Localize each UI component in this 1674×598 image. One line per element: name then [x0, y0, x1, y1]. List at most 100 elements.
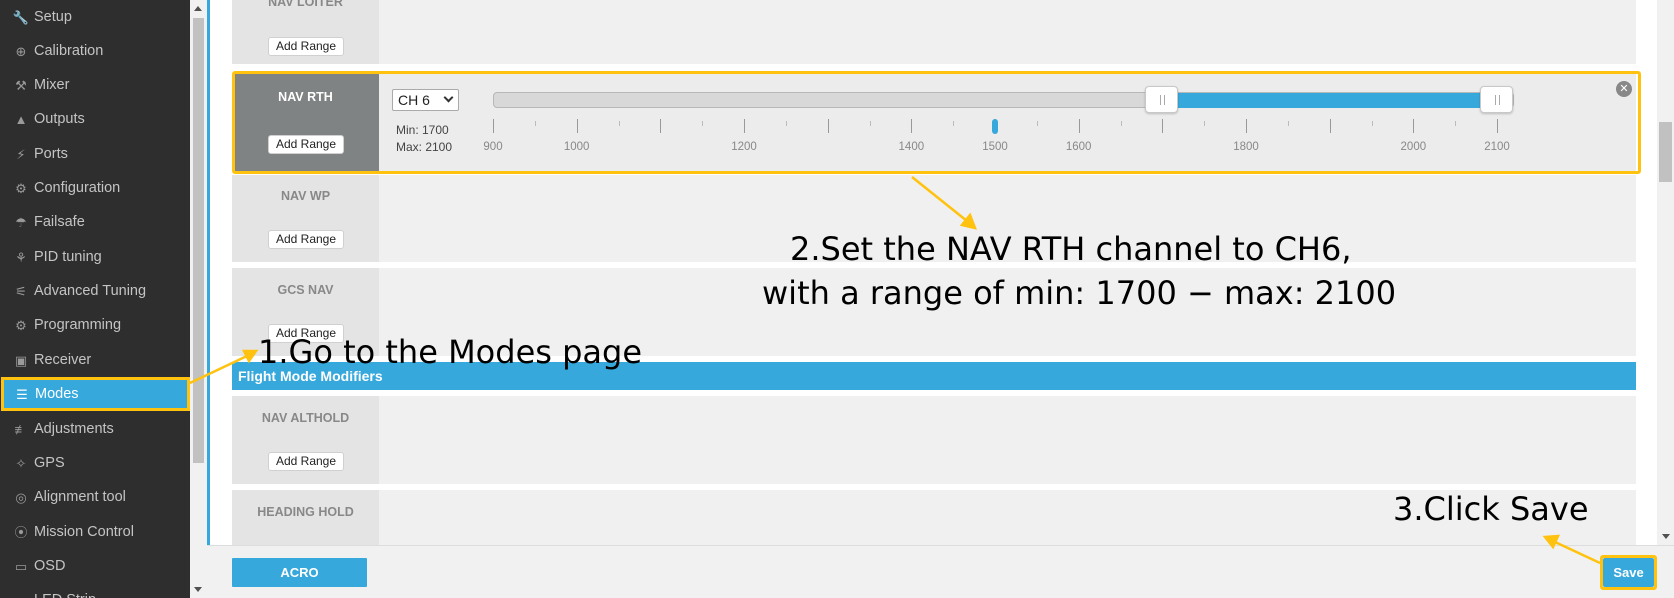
mode-row-gcs-nav: GCS NAV Add Range [232, 268, 1636, 356]
sidebar-item-label: Mission Control [34, 524, 134, 540]
range-tick-label: 900 [483, 141, 503, 153]
sidebar-item-adjustments[interactable]: ≢Adjustments [0, 414, 190, 444]
crosshair-icon: ⊕ [15, 43, 27, 59]
range-tick [1329, 119, 1331, 133]
range-min-label: Min: 1700 [396, 123, 449, 137]
range-tick [576, 119, 578, 133]
add-range-button[interactable]: Add Range [268, 135, 344, 154]
map-pin-icon: ⦿ [14, 524, 28, 540]
sidebar-item-label: Failsafe [34, 214, 85, 230]
range-tick [1036, 121, 1038, 126]
wrench-icon: 🔧 [12, 9, 30, 25]
arrow-to-modes-line [189, 354, 248, 385]
main-scrollbar[interactable] [1657, 0, 1674, 545]
sidebar-item-receiver[interactable]: ▣Receiver [0, 345, 190, 375]
mode-label: GCS NAV Add Range [232, 268, 379, 356]
range-tick-label: 1200 [731, 141, 757, 153]
add-range-button[interactable]: Add Range [268, 37, 344, 56]
sidebar-item-label: Modes [35, 386, 79, 402]
scrollbar-thumb[interactable] [193, 18, 204, 463]
range-max-handle[interactable] [1480, 86, 1513, 113]
remove-range-close-icon[interactable]: ✕ [1616, 81, 1632, 97]
range-min-handle[interactable] [1145, 86, 1179, 113]
sidebar-item-label: Calibration [34, 43, 104, 59]
sidebar-item-led-strip[interactable]: ▭LED Strip [0, 585, 190, 598]
range-tick [1413, 119, 1415, 133]
mode-name: NAV LOITER [268, 0, 343, 9]
sidebar-item-label: Setup [34, 9, 72, 25]
mode-row-heading-hold: HEADING HOLD [232, 490, 1636, 545]
mode-label: NAV LOITER Add Range [232, 0, 379, 64]
mode-label: NAV WP Add Range [232, 175, 379, 262]
sidebar-item-calibration[interactable]: ⊕ Calibration [0, 36, 190, 66]
range-tick [911, 119, 913, 133]
range-tick-label: 2000 [1400, 141, 1427, 153]
mode-name: NAV RTH [278, 90, 333, 104]
scroll-down-arrow-icon[interactable] [1662, 534, 1670, 539]
arrow-to-rth-head-icon [959, 212, 978, 230]
sidebar-item-advanced-tuning[interactable]: ⚟Advanced Tuning [0, 276, 190, 306]
arrow-to-modes-head-icon [241, 349, 259, 364]
scroll-down-arrow-icon[interactable] [194, 587, 202, 592]
sidebar-item-setup[interactable]: 🔧Setup [0, 2, 190, 32]
sidebar-item-label: OSD [34, 558, 66, 574]
range-tick [1287, 121, 1289, 126]
add-range-button[interactable]: Add Range [268, 230, 344, 249]
sidebar-item-mixer[interactable]: ⚒Mixer [0, 70, 190, 100]
range-tick [534, 121, 536, 126]
save-button[interactable]: Save [1603, 558, 1654, 587]
add-range-button[interactable]: Add Range [268, 324, 344, 343]
sidebar-item-programming[interactable]: ⚙Programming [0, 310, 190, 340]
scroll-up-arrow-icon[interactable] [194, 6, 202, 11]
mode-name: NAV ALTHOLD [261, 411, 350, 425]
sidebar-item-modes[interactable]: ☰Modes [1, 377, 190, 411]
range-tick-label: 1600 [1065, 141, 1092, 153]
annotation-step1: 1.Go to the Modes page [258, 333, 643, 371]
add-range-button[interactable]: Add Range [268, 452, 344, 471]
sidebar-item-label: Advanced Tuning [34, 283, 147, 299]
sidebar: 🔧Setup ⊕ Calibration ⚒Mixer ▲Outputs ⚡Ports ⚙C… [0, 0, 190, 598]
sidebar-scrollbar[interactable] [190, 0, 207, 598]
annotation-step2-line1: 2.Set the NAV RTH channel to CH6, [790, 230, 1352, 268]
sidebar-item-label: PID tuning [34, 249, 102, 265]
sidebar-item-configuration[interactable]: ⚙Configuration [0, 173, 190, 203]
sidebar-item-pid-tuning[interactable]: ⚘PID tuning [0, 242, 190, 272]
sidebar-item-alignment-tool[interactable]: ◎Alignment tool [0, 482, 190, 512]
range-tick [1204, 121, 1206, 126]
range-tick [702, 121, 704, 126]
range-tick [1371, 121, 1373, 126]
range-tick [827, 119, 829, 133]
sidebar-item-failsafe[interactable]: ☂ Failsafe [0, 207, 190, 237]
range-tick [785, 121, 787, 126]
sidebar-item-ports[interactable]: ⚡Ports [0, 139, 190, 169]
parachute-icon: ☂ [15, 214, 27, 230]
range-tick-label: 1000 [563, 141, 590, 153]
range-slider-fill [1162, 93, 1497, 108]
channel-select-value: CH 6 [398, 92, 430, 108]
sidebar-item-osd[interactable]: ▭ OSD [0, 551, 190, 581]
channel-select[interactable]: CH 6 [392, 89, 459, 111]
mode-label: NAV RTH Add Range [232, 74, 379, 171]
sidebar-item-label: Ports [34, 146, 68, 162]
compass-icon: ◎ [15, 489, 27, 505]
scrollbar-thumb[interactable] [1659, 122, 1672, 182]
osd-icon: ▭ [14, 558, 28, 574]
annotation-step3: 3.Click Save [1393, 490, 1589, 528]
sliders-icon: ≢ [14, 421, 28, 437]
led-icon: ▭ [13, 592, 29, 598]
mode-label: NAV ALTHOLD Add Range [232, 396, 379, 484]
sidebar-item-label: GPS [34, 455, 65, 471]
gear-icon: ⚙ [15, 317, 27, 333]
sidebar-item-gps[interactable]: ✧ GPS [0, 448, 190, 478]
range-tick [869, 121, 871, 126]
save-highlight [1600, 555, 1657, 590]
sidebar-item-label: Outputs [34, 111, 85, 127]
range-tick-label: 1400 [898, 141, 925, 153]
range-tick [744, 119, 745, 133]
mode-name: GCS NAV [277, 283, 334, 297]
range-tick-label: 2100 [1484, 141, 1510, 153]
range-tick [618, 121, 620, 126]
sidebar-item-mission-control[interactable]: ⦿ Mission Control [0, 517, 190, 547]
sidebar-item-outputs[interactable]: ▲Outputs [0, 104, 190, 134]
satellite-icon: ✧ [15, 455, 27, 471]
